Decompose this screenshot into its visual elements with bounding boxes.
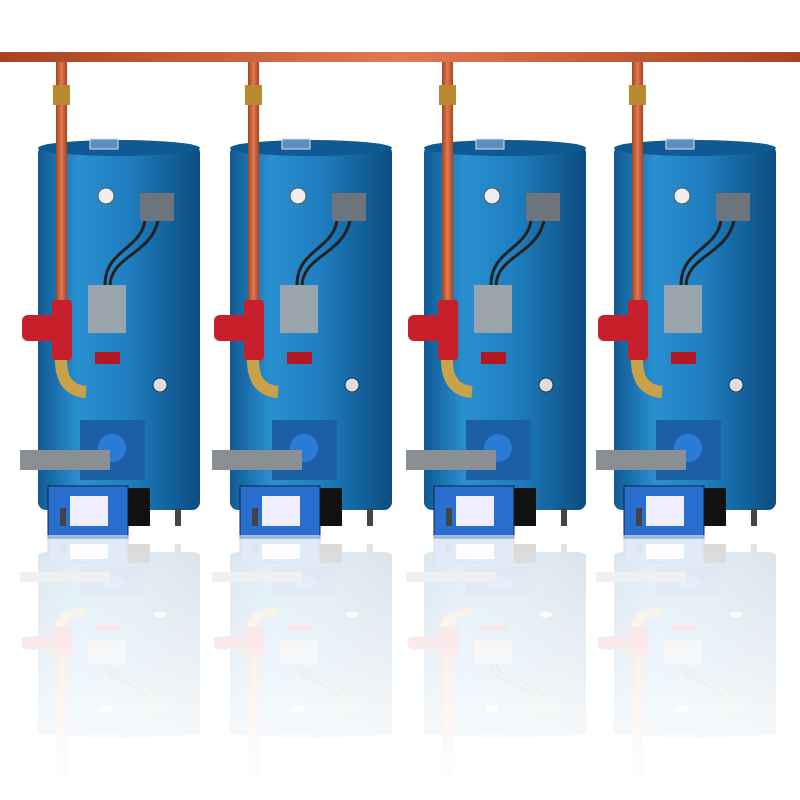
brass-elbow: [55, 359, 87, 398]
riser-pipe: [632, 62, 643, 362]
tank-leg: [561, 508, 567, 526]
tank-leg: [175, 508, 181, 526]
brass-elbow: [247, 359, 279, 398]
tank-badge: [281, 138, 311, 150]
tank-leg: [367, 508, 373, 526]
conduit: [108, 220, 160, 286]
circulator-pump: [408, 315, 442, 341]
conduit: [300, 220, 352, 286]
conduit: [679, 220, 723, 286]
conduit: [489, 220, 533, 286]
valve: [245, 85, 262, 105]
tank-top: [614, 140, 776, 156]
sight-glass: [344, 377, 360, 393]
conduit: [103, 220, 147, 286]
water-heater-unit: [596, 62, 776, 539]
sight-glass: [538, 377, 554, 393]
tank-badge: [475, 138, 505, 150]
header-pipe: [0, 52, 800, 62]
conduit: [684, 220, 736, 286]
brass-elbow: [441, 359, 473, 398]
water-heater-unit: [406, 62, 586, 539]
burner-label: [70, 496, 108, 526]
tank-leg: [60, 508, 66, 526]
label-plate: [95, 352, 120, 364]
sight-glass: [728, 377, 744, 393]
riser-pipe: [248, 62, 259, 362]
control-box: [526, 193, 560, 221]
riser-pipe: [442, 62, 453, 362]
junction-box: [474, 285, 512, 333]
label-plate: [671, 352, 696, 364]
pump-flange: [438, 300, 458, 360]
fuel-pump: [20, 450, 110, 470]
fuel-pump: [212, 450, 302, 470]
riser-pipe: [56, 62, 67, 362]
junction-box: [664, 285, 702, 333]
pressure-gauge: [289, 187, 307, 205]
pump-flange: [628, 300, 648, 360]
tank-leg: [252, 508, 258, 526]
pressure-gauge: [97, 187, 115, 205]
conduit: [494, 220, 546, 286]
junction-box: [88, 285, 126, 333]
burner-motor: [128, 488, 150, 526]
water-heater-unit: [212, 62, 392, 539]
floor-reflection-fade: [0, 535, 800, 800]
pump-flange: [244, 300, 264, 360]
label-plate: [481, 352, 506, 364]
burner-motor: [514, 488, 536, 526]
burner-motor: [704, 488, 726, 526]
valve: [629, 85, 646, 105]
tank-badge: [89, 138, 119, 150]
control-box: [140, 193, 174, 221]
valve: [439, 85, 456, 105]
pressure-gauge: [483, 187, 501, 205]
burner-label: [646, 496, 684, 526]
tank-leg: [446, 508, 452, 526]
pressure-gauge: [673, 187, 691, 205]
burner-label: [262, 496, 300, 526]
circulator-pump: [22, 315, 56, 341]
tank-leg: [636, 508, 642, 526]
brass-elbow: [631, 359, 663, 398]
sight-glass: [152, 377, 168, 393]
tank-leg: [751, 508, 757, 526]
control-box: [332, 193, 366, 221]
circulator-pump: [598, 315, 632, 341]
units-group: [20, 62, 776, 539]
tank-top: [230, 140, 392, 156]
control-box: [716, 193, 750, 221]
valve: [53, 85, 70, 105]
water-heater-unit: [20, 62, 200, 539]
burner-label: [456, 496, 494, 526]
fuel-pump: [596, 450, 686, 470]
conduit: [295, 220, 339, 286]
tank-top: [424, 140, 586, 156]
pump-flange: [52, 300, 72, 360]
circulator-pump: [214, 315, 248, 341]
label-plate: [287, 352, 312, 364]
tank-top: [38, 140, 200, 156]
tank-badge: [665, 138, 695, 150]
fuel-pump: [406, 450, 496, 470]
burner-motor: [320, 488, 342, 526]
junction-box: [280, 285, 318, 333]
